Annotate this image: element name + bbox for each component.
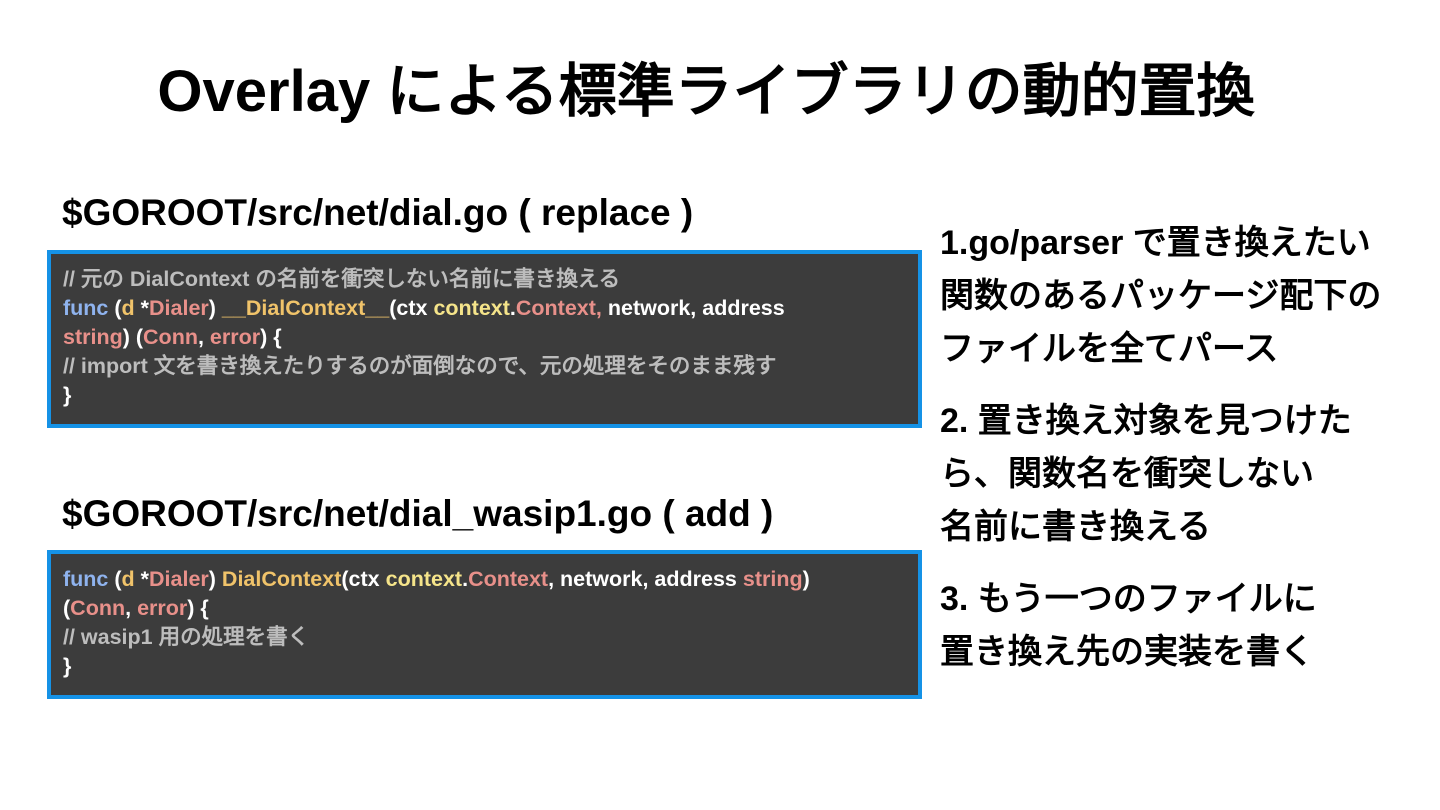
step-text: 置き換え先の実装を書く — [940, 633, 1314, 671]
code-type: string — [63, 325, 123, 349]
code-punct: ) — [208, 567, 222, 591]
step-text: 2. 置き換え対象を見つけた — [940, 402, 1352, 440]
step-text: 3. もう一つのファイルに — [940, 580, 1317, 618]
code-receiver: d — [121, 567, 135, 591]
code-line-return-types: string) (Conn, error) { — [63, 323, 918, 352]
code-keyword: func — [63, 567, 109, 591]
code-punct: ) — [802, 567, 810, 591]
code-type: Conn — [143, 325, 198, 349]
step-text: 関数のあるパッケージ配下の — [940, 277, 1382, 315]
code-comment-line: // import 文を書き換えたりするのが面倒なので、元の処理をそのまま残す — [63, 354, 777, 378]
code-args: (ctx — [341, 567, 386, 591]
code-type: Conn — [70, 596, 126, 620]
code-punct: ( — [108, 296, 122, 320]
code-closing-brace: } — [63, 383, 72, 407]
code-receiver-type: Dialer — [149, 567, 209, 591]
code-punct: ( — [108, 567, 122, 591]
code-line-return-types: (Conn, error) { — [63, 594, 918, 623]
code-package: context — [433, 296, 510, 320]
step-text: ら、関数名を衝突しない — [940, 455, 1314, 493]
code-block-add: func (d *Dialer) DialContext(ctx context… — [47, 550, 922, 699]
code-comment-line: // wasip1 用の処理を書く — [63, 625, 310, 649]
code-punct: , — [197, 325, 210, 349]
code-func-name: __DialContext__ — [221, 296, 390, 320]
code-type: error — [137, 596, 188, 620]
code-line-func-signature: func (d *Dialer) DialContext(ctx context… — [63, 565, 918, 594]
code-punct: . — [462, 567, 469, 591]
file-heading-replace: $GOROOT/src/net/dial.go ( replace ) — [62, 192, 694, 233]
step-text: ファイルを全てパース — [940, 330, 1279, 368]
code-line-func-signature: func (d *Dialer) __DialContext__(ctx con… — [63, 294, 918, 323]
code-comment-line: // 元の DialContext の名前を衝突しない名前に書き換える — [63, 267, 621, 291]
step-1: 1.go/parser で置き換えたい 関数のあるパッケージ配下の ファイルを全… — [940, 217, 1430, 376]
code-punct: * — [134, 296, 150, 320]
code-punct: ) — [208, 296, 222, 320]
step-text: 名前に書き換える — [940, 508, 1211, 546]
code-package: context — [385, 567, 463, 591]
code-args: (ctx — [389, 296, 434, 320]
code-receiver-type: Dialer — [149, 296, 209, 320]
code-punct: ) { — [187, 596, 209, 620]
code-receiver: d — [121, 296, 135, 320]
code-func-name: DialContext — [221, 567, 342, 591]
code-block-replace: // 元の DialContext の名前を衝突しない名前に書き換える func… — [47, 250, 922, 428]
code-type: error — [209, 325, 261, 349]
code-punct: , — [125, 596, 138, 620]
code-punct: . — [509, 296, 516, 320]
code-keyword: func — [63, 296, 109, 320]
code-punct: * — [134, 567, 150, 591]
code-punct: ) ( — [122, 325, 144, 349]
step-text: 1.go/parser で置き換えたい — [940, 224, 1371, 262]
code-type: Context, — [515, 296, 602, 320]
slide-title: Overlay による標準ライブラリの動的置換 — [157, 59, 1255, 124]
code-args: , network, address — [548, 567, 743, 591]
code-closing-brace: } — [63, 654, 72, 678]
step-2: 2. 置き換え対象を見つけた ら、関数名を衝突しない 名前に書き換える — [940, 395, 1430, 554]
code-type: Context — [468, 567, 549, 591]
code-args: network, address — [601, 296, 785, 320]
code-punct: ( — [63, 596, 71, 620]
step-3: 3. もう一つのファイルに 置き換え先の実装を書く — [940, 573, 1430, 679]
code-type: string — [742, 567, 803, 591]
steps-list: 1.go/parser で置き換えたい 関数のあるパッケージ配下の ファイルを全… — [940, 217, 1430, 698]
file-heading-add: $GOROOT/src/net/dial_wasip1.go ( add ) — [62, 493, 774, 534]
code-punct: ) { — [260, 325, 282, 349]
